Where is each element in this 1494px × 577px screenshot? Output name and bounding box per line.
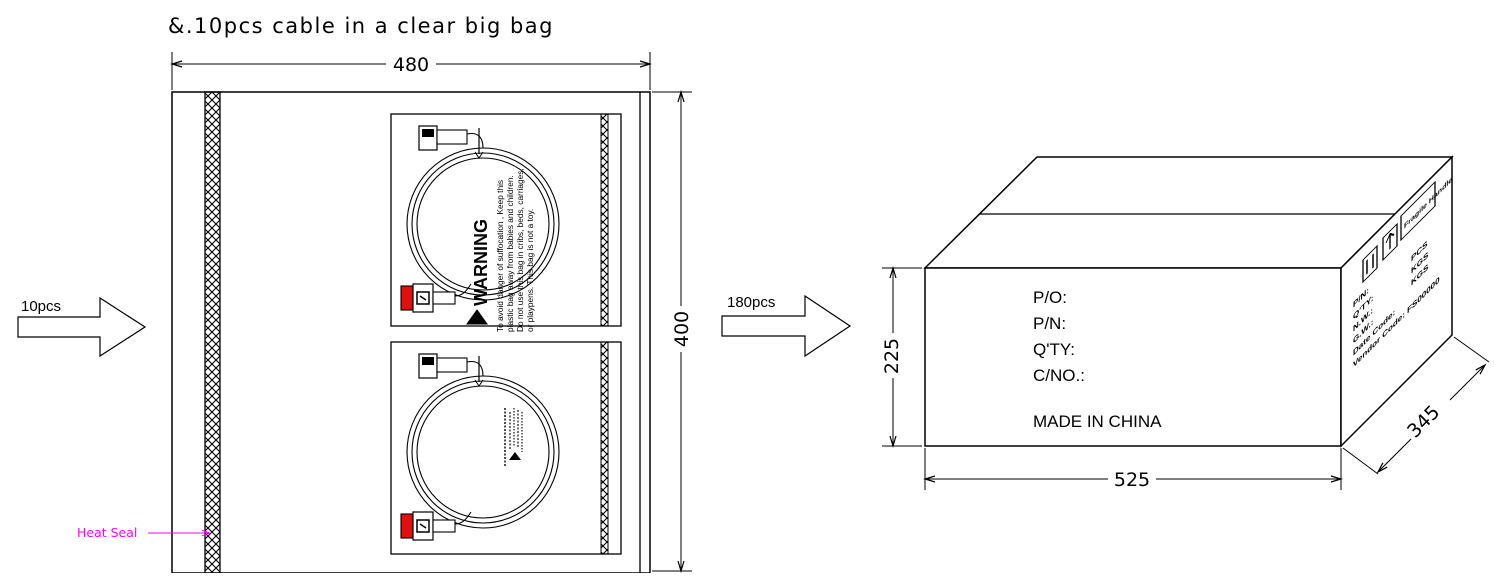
cable-card-1: WARNING To avoid danger of suffocation ,…	[390, 113, 622, 332]
fragile-box	[1400, 180, 1436, 242]
warning-line-1: To avoid danger of suffocation , Keep th…	[495, 180, 505, 332]
label-po: P/O:	[1033, 288, 1067, 307]
heat-seal-strip	[204, 91, 221, 574]
carton-width-dim: 525	[1114, 469, 1150, 491]
in-arrow-label-10pcs: 10pcs	[21, 298, 61, 315]
warning-triangle-icon	[466, 309, 488, 325]
right-arrow-icon	[17, 296, 147, 358]
label-pn: P/N:	[1033, 314, 1066, 333]
small-warning-print	[504, 408, 523, 466]
cable-card-2	[390, 341, 622, 555]
in-arrow-label-180pcs: 180pcs	[727, 294, 775, 311]
keep-dry-icon	[1362, 244, 1378, 284]
carton-depth-dim: 345	[1403, 401, 1444, 442]
warning-line-3: Do not use this bag in cribs, beds, carr…	[515, 168, 525, 332]
bag-width-dim: 480	[393, 54, 429, 76]
carton-height-dim: 225	[881, 338, 903, 374]
right-arrow-icon-2	[721, 294, 852, 358]
carton-depth-dim-line-upper	[1449, 365, 1485, 401]
carton-box	[923, 155, 1454, 448]
warning-line-4: or playpens. This bag is not a toy.	[525, 209, 535, 332]
label-qty: Q'TY:	[1033, 340, 1075, 359]
diagram-title: &.10pcs cable in a clear big bag	[168, 14, 554, 38]
carton-depth-dim-line-lower	[1378, 438, 1412, 472]
heat-seal-label: Heat Seal	[77, 525, 137, 540]
warning-line-2: plastic bag away from babies and childre…	[505, 175, 515, 332]
this-way-up-icon	[1382, 222, 1398, 262]
warning-heading: WARNING	[471, 219, 491, 306]
bag-height-dim: 400	[671, 311, 693, 347]
label-cno: C/NO.:	[1033, 366, 1085, 385]
label-made-in: MADE IN CHINA	[1033, 412, 1162, 431]
